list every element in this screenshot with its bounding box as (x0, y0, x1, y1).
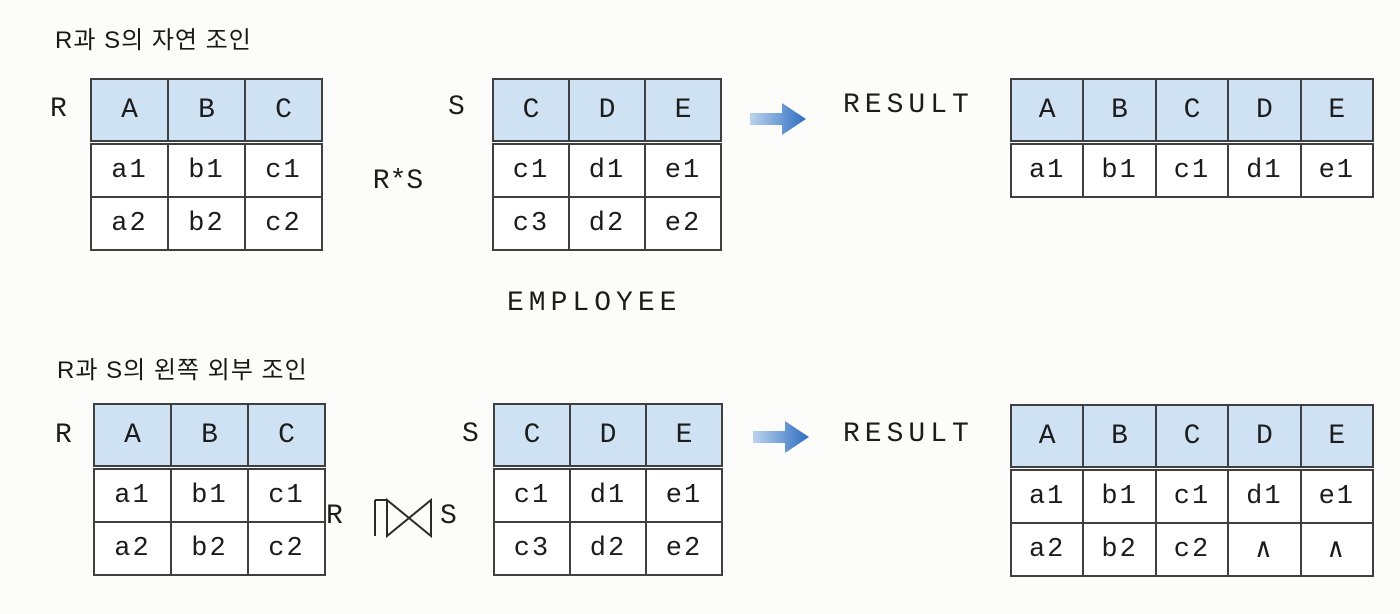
header-row: A B C D E (1009, 78, 1375, 145)
s-table: C D E c1 d1 e1 c3 d2 e2 (493, 403, 723, 576)
result-table: A B C D E a1 b1 c1 d1 e1 (1009, 78, 1375, 198)
employee-label: EMPLOYEE (507, 288, 682, 319)
table-row: c1 d1 e1 (493, 466, 723, 523)
relation-r-label: R (50, 94, 67, 125)
column-header: C (247, 403, 326, 470)
left-outer-join-icon (370, 494, 434, 542)
header-row: C D E (493, 403, 723, 470)
column-header: A (90, 78, 169, 145)
table-cell: d1 (568, 141, 646, 198)
table-cell: c1 (493, 466, 571, 523)
null-value-cell: ∧ (1227, 522, 1302, 577)
table-row: a2 b2 c2 ∧ ∧ (1009, 522, 1375, 577)
table-cell: d2 (569, 521, 647, 576)
table-row: a1 b1 c1 d1 e1 (1009, 467, 1375, 524)
column-header: E (644, 78, 722, 145)
result-label: RESULT (843, 419, 974, 450)
null-value-cell: ∧ (1299, 522, 1375, 577)
table-cell: a2 (93, 521, 172, 576)
table-row: a1 b1 c1 d1 e1 (1009, 141, 1375, 198)
table-cell: b1 (1082, 467, 1157, 524)
column-header: C (493, 403, 571, 470)
left-outer-join-title: R과 S의 왼쪽 외부 조인 (57, 357, 308, 384)
table-cell: c2 (247, 521, 326, 576)
column-header: B (170, 403, 249, 470)
table-cell: c2 (1154, 522, 1230, 577)
header-row: A B C (90, 78, 323, 145)
table-cell: e1 (645, 466, 723, 523)
table-cell: b1 (170, 466, 249, 523)
table-cell: a2 (90, 196, 169, 251)
table-cell: c3 (492, 196, 570, 251)
r-table: A B C a1 b1 c1 a2 b2 c2 (93, 403, 326, 576)
s-table: C D E c1 d1 e1 c3 d2 e2 (492, 78, 722, 251)
table-cell: a2 (1009, 522, 1085, 577)
table-row: c1 d1 e1 (492, 141, 722, 198)
column-header: D (569, 403, 647, 470)
r-table: A B C a1 b1 c1 a2 b2 c2 (90, 78, 323, 251)
header-row: C D E (492, 78, 722, 145)
table-cell: d1 (1227, 141, 1302, 198)
table-cell: c1 (1154, 141, 1230, 198)
table-cell: c1 (1154, 467, 1230, 524)
relation-r-label: R (55, 420, 72, 451)
column-header: B (167, 78, 246, 145)
right-arrow-icon (750, 101, 806, 137)
table-cell: c2 (244, 196, 323, 251)
table-row: a2 b2 c2 (90, 196, 323, 251)
table-cell: e2 (645, 521, 723, 576)
column-header: D (1227, 404, 1302, 471)
table-cell: c3 (493, 521, 571, 576)
table-cell: b2 (170, 521, 249, 576)
table-cell: a1 (1009, 467, 1085, 524)
column-header: A (1009, 404, 1085, 471)
operator-right-operand: S (440, 501, 457, 532)
table-cell: b1 (1082, 141, 1157, 198)
header-row: A B C D E (1009, 404, 1375, 471)
table-row: a1 b1 c1 (90, 141, 323, 198)
table-cell: b2 (1082, 522, 1157, 577)
table-cell: c1 (244, 141, 323, 198)
table-row: a2 b2 c2 (93, 521, 326, 576)
table-cell: a1 (1009, 141, 1085, 198)
result-label: RESULT (843, 90, 974, 121)
column-header: A (1009, 78, 1085, 145)
table-cell: b2 (167, 196, 246, 251)
column-header: A (93, 403, 172, 470)
column-header: D (1227, 78, 1302, 145)
column-header: C (1154, 404, 1230, 471)
column-header: D (568, 78, 646, 145)
column-header: B (1082, 404, 1157, 471)
column-header: C (492, 78, 570, 145)
column-header: E (1299, 78, 1375, 145)
relation-s-label: S (462, 419, 479, 450)
natural-join-title: R과 S의 자연 조인 (55, 27, 252, 54)
table-cell: d1 (1227, 467, 1302, 524)
table-cell: e1 (1299, 467, 1375, 524)
column-header: E (1299, 404, 1375, 471)
table-row: c3 d2 e2 (492, 196, 722, 251)
table-cell: e1 (1299, 141, 1375, 198)
relation-s-label: S (448, 92, 465, 123)
table-cell: e1 (644, 141, 722, 198)
table-cell: d1 (569, 466, 647, 523)
table-cell: b1 (167, 141, 246, 198)
table-cell: e2 (644, 196, 722, 251)
right-arrow-icon (753, 419, 809, 455)
header-row: A B C (93, 403, 326, 470)
column-header: E (645, 403, 723, 470)
table-cell: a1 (90, 141, 169, 198)
result-table: A B C D E a1 b1 c1 d1 e1 a2 b2 c2 ∧ ∧ (1009, 404, 1375, 577)
natural-join-operator-label: R*S (372, 166, 424, 197)
table-cell: c1 (492, 141, 570, 198)
column-header: C (1154, 78, 1230, 145)
table-row: c3 d2 e2 (493, 521, 723, 576)
table-row: a1 b1 c1 (93, 466, 326, 523)
table-cell: a1 (93, 466, 172, 523)
column-header: B (1082, 78, 1157, 145)
column-header: C (244, 78, 323, 145)
operator-left-operand: R (326, 501, 343, 532)
table-cell: c1 (247, 466, 326, 523)
table-cell: d2 (568, 196, 646, 251)
